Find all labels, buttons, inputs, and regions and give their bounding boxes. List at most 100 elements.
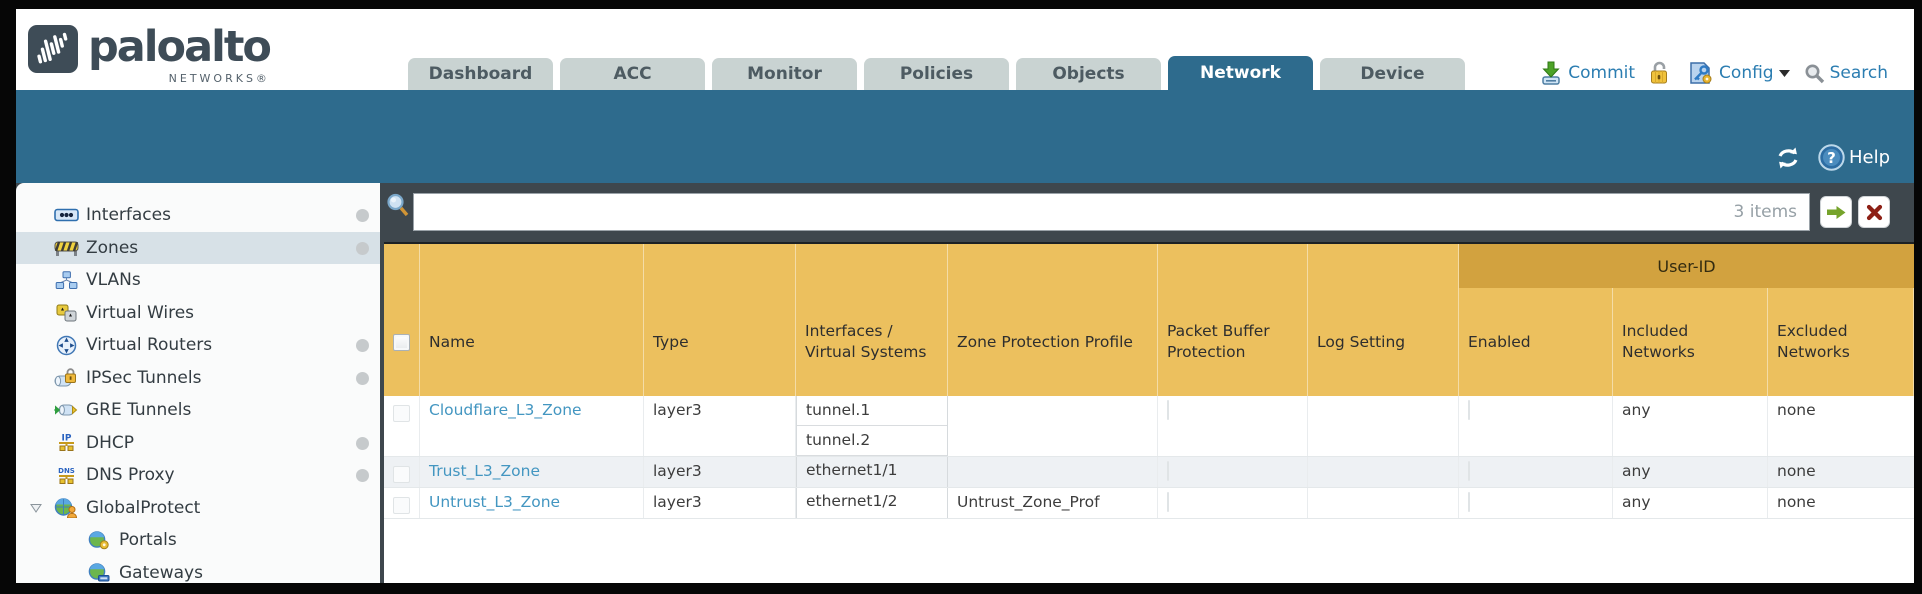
tab-acc[interactable]: ACC	[560, 58, 705, 90]
sidebar-item-interfaces[interactable]: Interfaces	[16, 199, 380, 232]
help-icon[interactable]: ?	[1818, 144, 1845, 171]
row-checkbox[interactable]	[393, 405, 410, 422]
column-header-label: Zone Protection Profile	[957, 332, 1133, 351]
log-setting-cell	[1308, 488, 1459, 518]
dns-proxy-icon: DNS	[53, 465, 79, 486]
zone-name-cell: Trust_L3_Zone	[420, 457, 644, 487]
sidebar-item-vlans[interactable]: VLANs	[16, 264, 380, 297]
column-header-enabled[interactable]: Enabled	[1459, 244, 1613, 396]
user-id-enabled-checkbox[interactable]	[1468, 461, 1470, 481]
zone-name-link[interactable]: Trust_L3_Zone	[429, 462, 540, 480]
sidebar-item-gre-tunnels[interactable]: GRE Tunnels	[16, 394, 380, 427]
tab-objects[interactable]: Objects	[1016, 58, 1161, 90]
filter-input[interactable]	[414, 194, 1734, 230]
config-label: Config	[1719, 63, 1774, 83]
row-checkbox[interactable]	[393, 497, 410, 514]
column-header-label: Name	[429, 332, 475, 351]
zone-name-cell: Untrust_L3_Zone	[420, 488, 644, 518]
commit-button[interactable]: Commit	[1539, 61, 1635, 85]
interfaces-cell: ethernet1/1	[796, 457, 948, 487]
clear-filter-button[interactable]	[1858, 196, 1890, 228]
included-networks-cell: any	[1613, 396, 1768, 456]
help-label[interactable]: Help	[1848, 147, 1890, 168]
zone-protection-profile-cell	[948, 396, 1158, 456]
column-header-zone-protection-profile[interactable]: Zone Protection Profile	[948, 244, 1158, 396]
packet-buffer-checkbox[interactable]	[1167, 400, 1169, 420]
tab-network[interactable]: Network	[1168, 56, 1313, 90]
user-id-enabled-cell	[1459, 457, 1613, 487]
interface-entry: ethernet1/2	[806, 492, 898, 510]
sidebar-item-zones[interactable]: Zones	[16, 231, 380, 264]
config-menu-button[interactable]: Config	[1688, 61, 1790, 85]
log-setting-cell	[1308, 457, 1459, 487]
status-dot	[356, 209, 369, 222]
column-header-name[interactable]: Name	[420, 244, 644, 396]
sidebar-item-virtual-routers[interactable]: Virtual Routers	[16, 329, 380, 362]
column-header-interfaces-virtual-systems[interactable]: Interfaces / Virtual Systems	[796, 244, 948, 396]
status-dot	[356, 436, 369, 450]
tab-monitor[interactable]: Monitor	[712, 58, 857, 90]
virtual-wires-icon	[53, 304, 79, 322]
zone-name-link[interactable]: Untrust_L3_Zone	[429, 493, 561, 511]
included-networks-cell: any	[1613, 457, 1768, 487]
interface-entry: tunnel.2	[797, 426, 947, 456]
filter-input-wrap: 3 items	[413, 193, 1810, 231]
sidebar-item-gateways[interactable]: Gateways	[16, 557, 380, 584]
sidebar-item-label: Interfaces	[86, 205, 171, 226]
row-select-cell	[384, 396, 420, 456]
search-label: Search	[1829, 63, 1888, 83]
user-id-enabled-checkbox[interactable]	[1468, 400, 1470, 420]
column-header-log-setting[interactable]: Log Setting	[1308, 244, 1459, 396]
refresh-icon[interactable]	[1774, 146, 1802, 170]
packet-buffer-protection-cell	[1158, 457, 1308, 487]
excluded-networks-cell: none	[1777, 401, 1816, 419]
brand-name: paloalto	[88, 22, 272, 72]
select-all-checkbox[interactable]	[393, 333, 410, 351]
column-header-included-networks[interactable]: Included Networks	[1613, 244, 1768, 396]
sidebar-item-globalprotect[interactable]: GlobalProtect	[16, 492, 380, 525]
column-header-label: Packet Buffer Protection	[1167, 322, 1270, 361]
column-header-packet-buffer-protection[interactable]: Packet Buffer Protection	[1158, 244, 1308, 396]
sidebar-item-label: GlobalProtect	[86, 497, 201, 518]
zone-type-cell: layer3	[644, 488, 796, 518]
search-button[interactable]: Search	[1804, 63, 1888, 84]
tab-device[interactable]: Device	[1320, 58, 1465, 90]
tab-policies[interactable]: Policies	[864, 58, 1009, 90]
sidebar-item-label: DNS Proxy	[86, 465, 175, 486]
sidebar-item-virtual-wires[interactable]: Virtual Wires	[16, 297, 380, 330]
apply-filter-button[interactable]	[1820, 196, 1852, 228]
column-header-excluded-networks[interactable]: Excluded Networks	[1768, 244, 1914, 396]
sidebar-item-ipsec-tunnels[interactable]: IPSec Tunnels	[16, 362, 380, 395]
zone-protection-profile-cell	[948, 457, 1158, 487]
sidebar-item-dns-proxy[interactable]: DNS DNS Proxy	[16, 459, 380, 492]
status-dot	[356, 371, 369, 385]
column-header-label: Enabled	[1468, 332, 1531, 351]
sidebar-item-portals[interactable]: Portals	[16, 524, 380, 557]
packet-buffer-checkbox[interactable]	[1167, 492, 1169, 512]
zone-type-cell: layer3	[644, 396, 796, 456]
commit-label: Commit	[1568, 63, 1636, 83]
tab-dashboard[interactable]: Dashboard	[408, 58, 553, 90]
close-icon	[1866, 204, 1882, 220]
page-header-band: ? Help	[16, 90, 1914, 183]
column-header-label: Included Networks	[1622, 322, 1695, 361]
ipsec-tunnels-icon	[53, 368, 79, 387]
zones-icon	[53, 239, 79, 257]
row-checkbox[interactable]	[393, 466, 410, 483]
column-header-type[interactable]: Type	[644, 244, 796, 396]
zone-name-link[interactable]: Cloudflare_L3_Zone	[429, 401, 582, 419]
log-setting-cell	[1308, 396, 1459, 456]
packet-buffer-checkbox[interactable]	[1167, 461, 1169, 481]
sidebar-item-label: DHCP	[86, 432, 134, 453]
user-id-enabled-checkbox[interactable]	[1468, 492, 1470, 512]
lock-button[interactable]	[1649, 61, 1674, 85]
packet-buffer-protection-cell	[1158, 396, 1308, 456]
expand-collapse-icon[interactable]	[30, 503, 42, 513]
